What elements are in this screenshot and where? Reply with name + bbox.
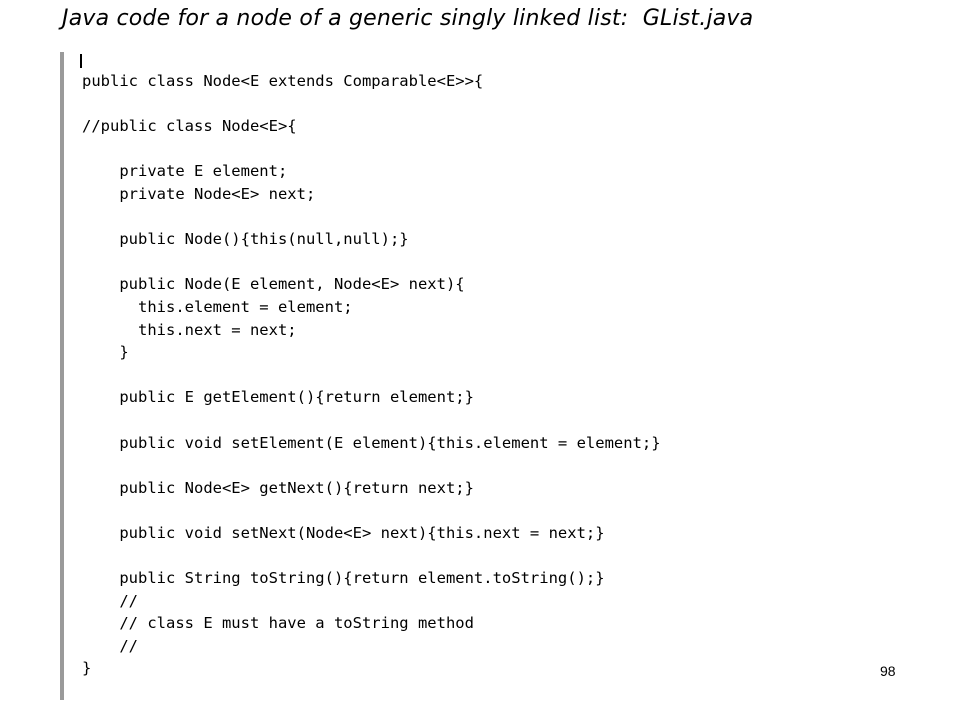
code-line: // class E must have a toString method — [82, 614, 474, 633]
code-line: } — [82, 343, 129, 362]
code-line — [82, 251, 661, 274]
page-number: 98 — [880, 663, 896, 679]
code-line: // — [82, 591, 138, 610]
code-line: public String toString(){return element.… — [82, 569, 605, 588]
code-line: private Node<E> next; — [82, 184, 316, 203]
code-line: public Node(){this(null,null);} — [82, 230, 409, 249]
code-line: private E element; — [82, 162, 288, 181]
code-line — [82, 93, 661, 116]
code-line: public void setElement(E element){this.e… — [82, 433, 661, 452]
code-line — [82, 138, 661, 161]
code-line — [82, 409, 661, 432]
code-line: } — [82, 659, 92, 678]
editor-left-border — [60, 52, 64, 700]
text-cursor — [80, 54, 82, 68]
code-line: public E getElement(){return element;} — [82, 388, 474, 407]
code-line: public Node(E element, Node<E> next){ — [82, 275, 465, 294]
code-line — [82, 364, 661, 387]
code-line: public void setNext(Node<E> next){this.n… — [82, 523, 605, 542]
code-line: public class Node<E extends Comparable<E… — [82, 72, 484, 90]
code-line: this.next = next; — [82, 320, 297, 339]
code-line: // — [82, 636, 138, 655]
code-line — [82, 454, 661, 477]
slide-title: Java code for a node of a generic singly… — [62, 6, 754, 31]
code-line — [82, 206, 661, 229]
code-line: public Node<E> getNext(){return next;} — [82, 478, 474, 497]
code-screenshot: public class Node<E extends Comparable<E… — [60, 52, 820, 700]
code-line — [82, 544, 661, 567]
code-line — [82, 499, 661, 522]
code-line: this.element = element; — [82, 297, 353, 316]
code-block: public class Node<E extends Comparable<E… — [82, 70, 661, 680]
code-line: //public class Node<E>{ — [82, 117, 297, 136]
